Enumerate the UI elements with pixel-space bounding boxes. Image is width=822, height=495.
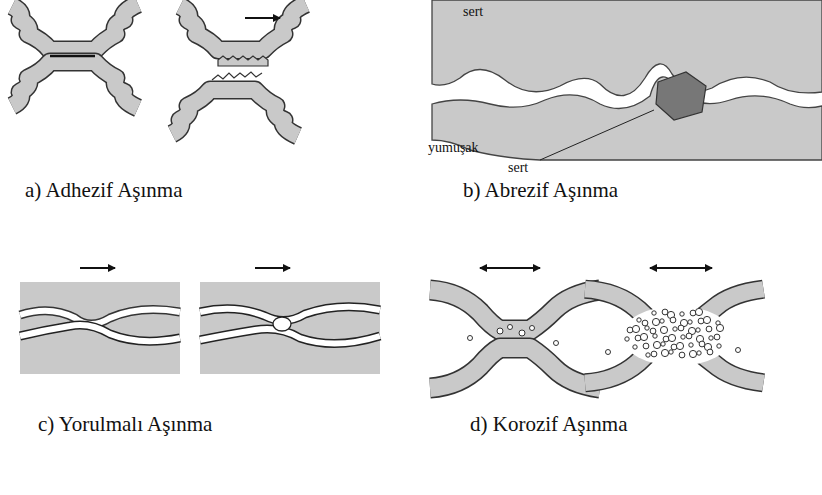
material-label: sert — [508, 160, 528, 176]
oxide-particle — [670, 317, 676, 323]
oxide-particle — [468, 336, 473, 341]
oxide-particle — [716, 324, 723, 331]
panel-caption: c) Yorulmalı Aşınma — [38, 412, 212, 436]
oxide-particle — [643, 343, 649, 349]
abrasive-figure — [432, 0, 822, 160]
oxide-particle — [703, 316, 710, 323]
oxide-particle — [653, 334, 657, 338]
oxide-particle — [696, 328, 700, 332]
oxide-particle — [697, 351, 701, 355]
oxide-particle — [645, 326, 649, 330]
oxide-particle — [653, 341, 660, 348]
corrosive-figure — [430, 268, 764, 388]
oxide-particle — [689, 350, 696, 357]
oxide-particle — [660, 319, 664, 323]
material-label: yumuşak — [428, 140, 479, 156]
oxide-particle — [680, 312, 684, 316]
fatigue-figure — [20, 268, 380, 374]
material-label: sert — [463, 4, 483, 20]
oxide-particle — [640, 333, 647, 340]
oxide-particle — [678, 325, 684, 331]
oxide-particle — [669, 350, 673, 354]
oxide-particle — [633, 345, 637, 349]
oxide-particle — [686, 333, 692, 339]
oxide-particle — [642, 320, 648, 326]
oxide-particle — [714, 334, 720, 340]
oxide-particle — [625, 337, 629, 341]
adhesive-left — [12, 4, 138, 108]
oxide-particle — [706, 326, 712, 332]
oxide-particle — [717, 344, 721, 348]
adhesive-right — [172, 4, 306, 136]
oxide-particle — [650, 328, 656, 334]
oxide-particle — [632, 325, 639, 332]
oxide-particle — [646, 353, 650, 357]
oxide-particle — [709, 336, 713, 340]
oxide-particle — [679, 352, 685, 358]
oxide-particle — [652, 318, 659, 325]
panel-caption: b) Abrezif Aşınma — [463, 178, 618, 202]
panel-caption: d) Korozif Aşınma — [470, 412, 627, 436]
oxide-particle — [661, 349, 668, 356]
oxide-particle — [689, 343, 693, 347]
panel-caption: a) Adhezif Aşınma — [25, 178, 182, 202]
oxide-particle — [695, 308, 702, 315]
oxide-particle — [606, 350, 611, 355]
oxide-particle — [508, 325, 513, 330]
oxide-particle — [554, 341, 559, 346]
oxide-particle — [688, 320, 692, 324]
oxide-particle — [676, 342, 683, 349]
oxide-particle — [519, 330, 525, 336]
oxide-particle — [673, 327, 677, 331]
oxide-particle — [661, 342, 665, 346]
oxide-particle — [707, 349, 713, 355]
oxide-particle — [497, 328, 503, 334]
oxide-particle — [660, 326, 667, 333]
oxide-particle — [681, 335, 685, 339]
oxide-particle — [530, 326, 535, 331]
oxide-particle — [651, 351, 657, 357]
oxide-particle — [668, 334, 675, 341]
oxide-particle — [736, 348, 741, 353]
oxide-particle — [637, 318, 641, 322]
oxide-particle — [652, 311, 656, 315]
